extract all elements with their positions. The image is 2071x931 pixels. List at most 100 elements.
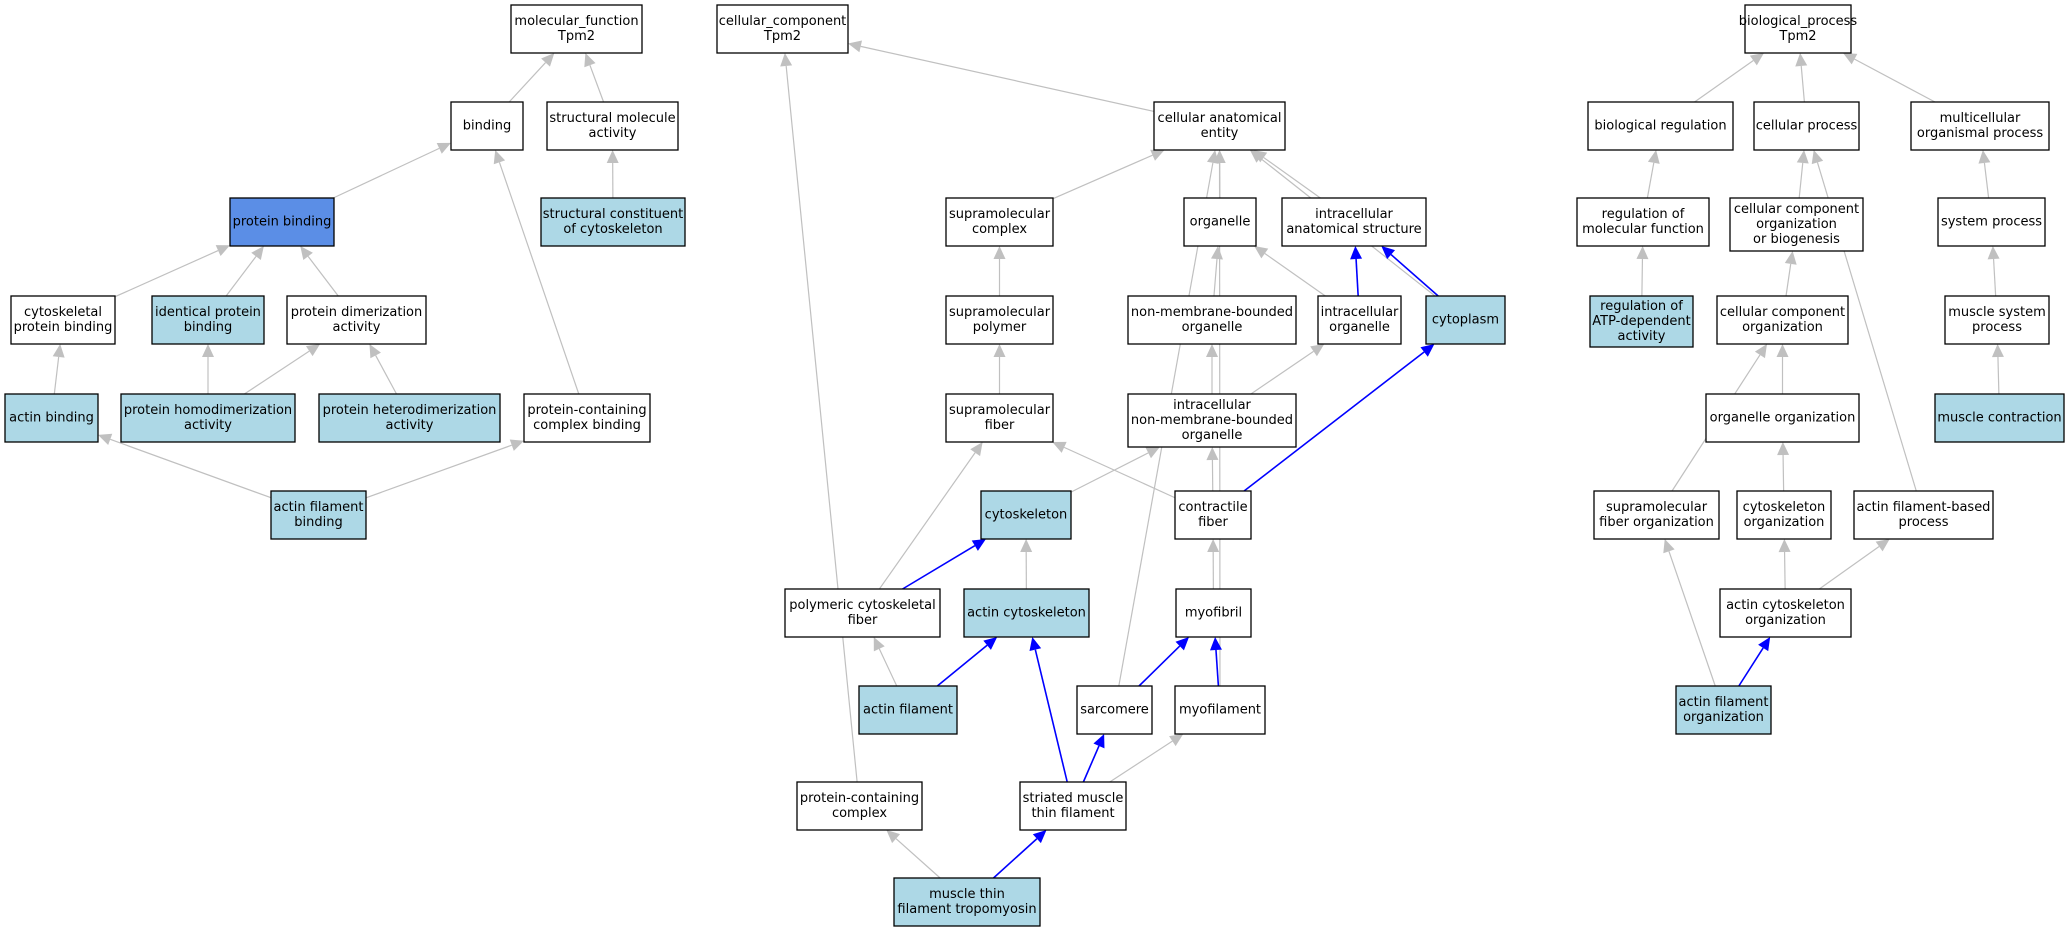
node-cp[interactable]: cellular process	[1753, 101, 1860, 151]
node-mc[interactable]: muscle contraction	[1934, 393, 2065, 443]
node-label: protein dimerization	[291, 305, 423, 320]
node-sp[interactable]: system process	[1937, 197, 2046, 247]
edge-arrowhead	[1420, 344, 1435, 357]
edge-line	[1782, 454, 1785, 492]
node-box	[1587, 101, 1734, 151]
node-box	[1425, 295, 1506, 345]
node-ab[interactable]: actin binding	[4, 393, 99, 443]
edge-phomo-pda	[244, 344, 321, 395]
edge-arrowhead	[848, 40, 862, 53]
node-label: biological regulation	[1594, 119, 1726, 134]
edge-arrowhead	[1843, 53, 1858, 65]
edge-arrowhead	[970, 442, 983, 457]
node-box	[1944, 295, 2050, 345]
node-label: Tpm2	[557, 29, 595, 44]
node-label: regulation of	[1602, 207, 1685, 222]
edge-line	[589, 64, 605, 103]
node-oo[interactable]: organelle organization	[1705, 393, 1860, 443]
node-breg[interactable]: biological regulation	[1587, 101, 1734, 151]
node-cyto[interactable]: cytoplasm	[1425, 295, 1506, 345]
edge-arrowhead	[369, 344, 381, 359]
node-af[interactable]: actin filament	[858, 685, 958, 735]
node-label: myofilament	[1179, 703, 1261, 718]
edge-pcc-cc	[780, 53, 858, 783]
node-myof[interactable]: myofilament	[1174, 685, 1266, 735]
edge-line	[1992, 258, 1997, 297]
edge-line	[1798, 162, 1804, 199]
node-csk[interactable]: cytoskeleton	[980, 490, 1072, 540]
node-box	[963, 588, 1090, 638]
edge-arrowhead	[1249, 150, 1264, 163]
node-acsk[interactable]: actin cytoskeleton	[963, 588, 1090, 638]
edge-ab-cpb	[52, 344, 65, 395]
node-label: binding	[463, 119, 511, 134]
edge-line	[225, 256, 257, 297]
node-label: activity	[1618, 329, 1666, 344]
edge-line	[1250, 350, 1314, 395]
node-label: supramolecular	[949, 207, 1051, 222]
node-box	[1675, 685, 1772, 735]
edge-arrowhead	[1175, 637, 1190, 651]
node-box	[1934, 393, 2065, 443]
node-label: of cytoskeleton	[563, 222, 662, 237]
edge-arrowhead	[52, 344, 65, 358]
edge-af-pcf	[873, 637, 898, 687]
edge-cf-cyto	[1243, 344, 1435, 492]
edge-scc-sma	[606, 150, 619, 199]
node-box	[1576, 197, 1710, 247]
edge-arrowhead	[1758, 637, 1771, 652]
edge-cyto-ias	[1381, 246, 1439, 297]
node-box	[784, 588, 941, 638]
node-binding[interactable]: binding	[450, 101, 524, 151]
node-inmbo[interactable]: intracellularnon-membrane-boundedorganel…	[1127, 393, 1297, 448]
node-mfb[interactable]: myofibril	[1175, 588, 1252, 638]
node-pb[interactable]: protein binding	[229, 197, 335, 247]
edge-afb-ab	[98, 433, 272, 499]
edge-inmbo-io	[1250, 344, 1325, 395]
node-label: fiber	[1198, 515, 1228, 530]
edge-arrowhead	[1776, 344, 1789, 357]
node-box	[1317, 295, 1402, 345]
node-box	[1175, 588, 1252, 638]
edge-line	[375, 355, 398, 395]
node-sarc[interactable]: sarcomere	[1076, 685, 1153, 735]
node-org[interactable]: organelle	[1183, 197, 1257, 247]
edge-arrowhead	[1093, 734, 1105, 749]
node-label: organization	[1756, 217, 1837, 232]
